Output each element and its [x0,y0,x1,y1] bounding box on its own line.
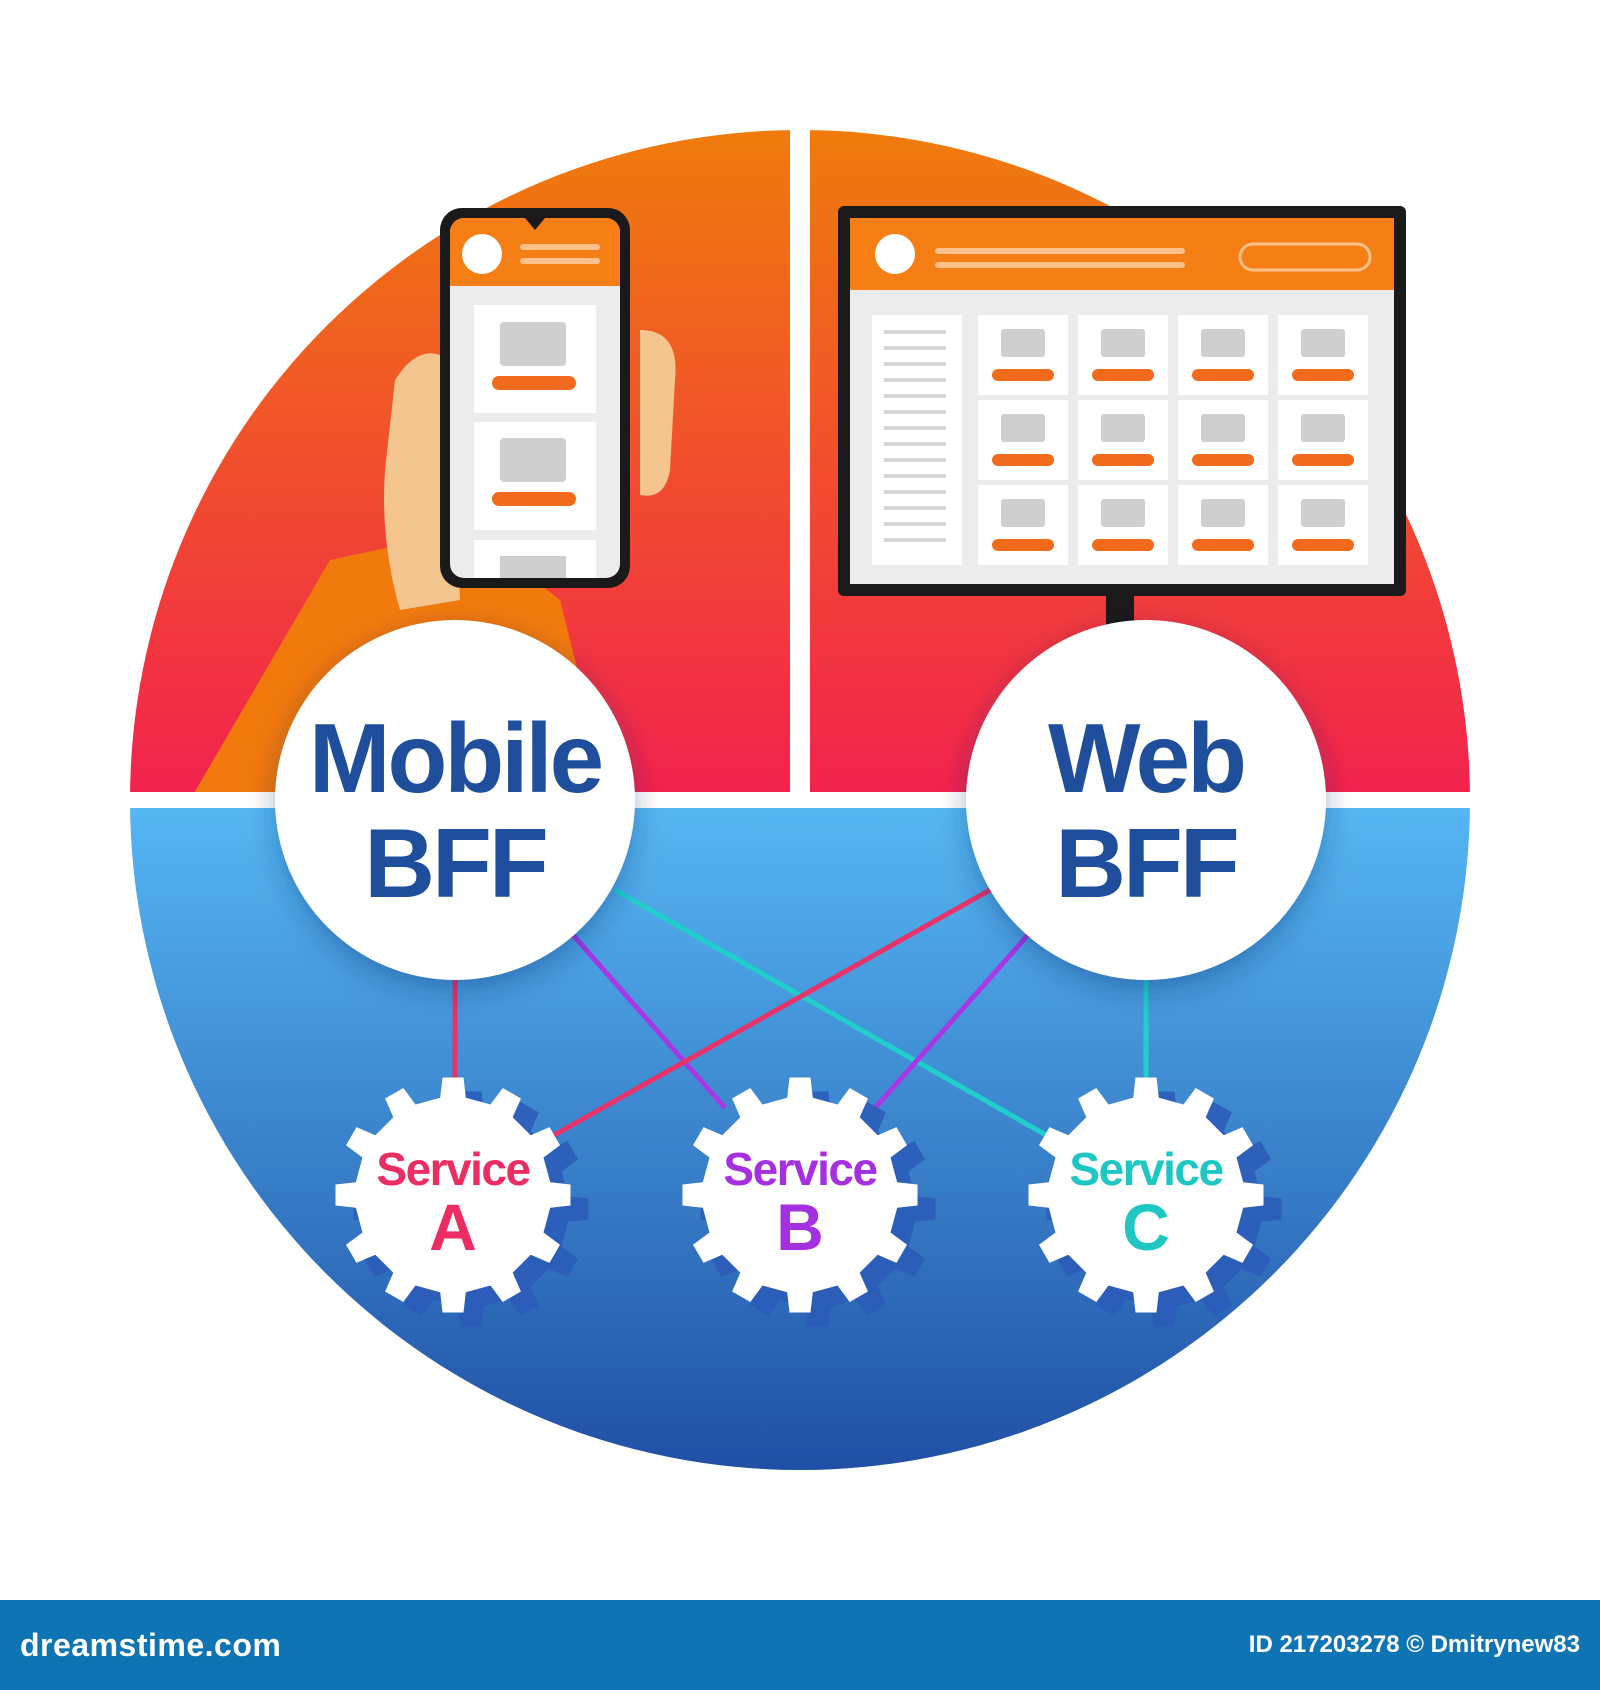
link-mobile-bff-to-service-c [613,887,1062,1146]
gear-icon [335,1077,571,1313]
service-b-letter: B [776,1190,824,1264]
link-web-bff-to-service-b [873,933,1030,1110]
connection-lines [452,887,1149,1146]
footer-brand[interactable]: dreamstime.com [20,1626,282,1663]
gear-icon [682,1077,918,1313]
card-image [1001,414,1045,442]
service-a-label: Service A [376,1143,532,1264]
service-c-title: Service [1069,1143,1223,1195]
gear-icon [1028,1077,1264,1313]
link-mobile-bff-to-service-b [571,933,727,1110]
card-button [1192,539,1254,551]
web-bff-node: Web BFF [966,620,1326,980]
card-button [992,454,1054,466]
footer-id-credit: ID 217203278 © Dmitrynew83 [1248,1631,1580,1658]
card-image [1201,414,1245,442]
service-a-title: Service [376,1143,530,1195]
card-image [1201,329,1245,357]
vertical-divider [790,120,810,800]
mobile-bff-line2: BFF [364,808,546,918]
link-web-bff-to-service-a [538,887,992,1146]
card-button [1192,369,1254,381]
service-c-letter: C [1122,1190,1170,1264]
card-button [1092,539,1154,551]
card-button [992,539,1054,551]
card-button [1092,369,1154,381]
card-image [1101,329,1145,357]
footer-bar: dreamstime.com ID 217203278 © Dmitrynew8… [0,1600,1600,1690]
service-c-label: Service C [1069,1143,1225,1264]
card-image [1101,499,1145,527]
card-image [1301,329,1345,357]
desktop-monitor-icon [838,206,1406,630]
card-image [1301,499,1345,527]
card-button [1292,454,1354,466]
card-button [1192,454,1254,466]
card-image [1001,499,1045,527]
service-b-title: Service [723,1143,877,1195]
mobile-bff-line1: Mobile [309,703,602,813]
card-image [1301,414,1345,442]
card-button [1292,539,1354,551]
smartphone-icon [440,208,630,588]
card-image [1001,329,1045,357]
card-button [1292,369,1354,381]
card-button [992,369,1054,381]
card-image [1201,499,1245,527]
web-bff-line2: BFF [1055,808,1237,918]
card-image [1101,414,1145,442]
service-a-letter: A [429,1190,477,1264]
service-b-label: Service B [723,1143,879,1264]
bff-diagram: Mobile BFF Web BFF Service A Service B S… [130,120,1470,1470]
mobile-bff-node: Mobile BFF [275,620,635,980]
web-bff-line1: Web [1048,703,1244,813]
card-button [1092,454,1154,466]
